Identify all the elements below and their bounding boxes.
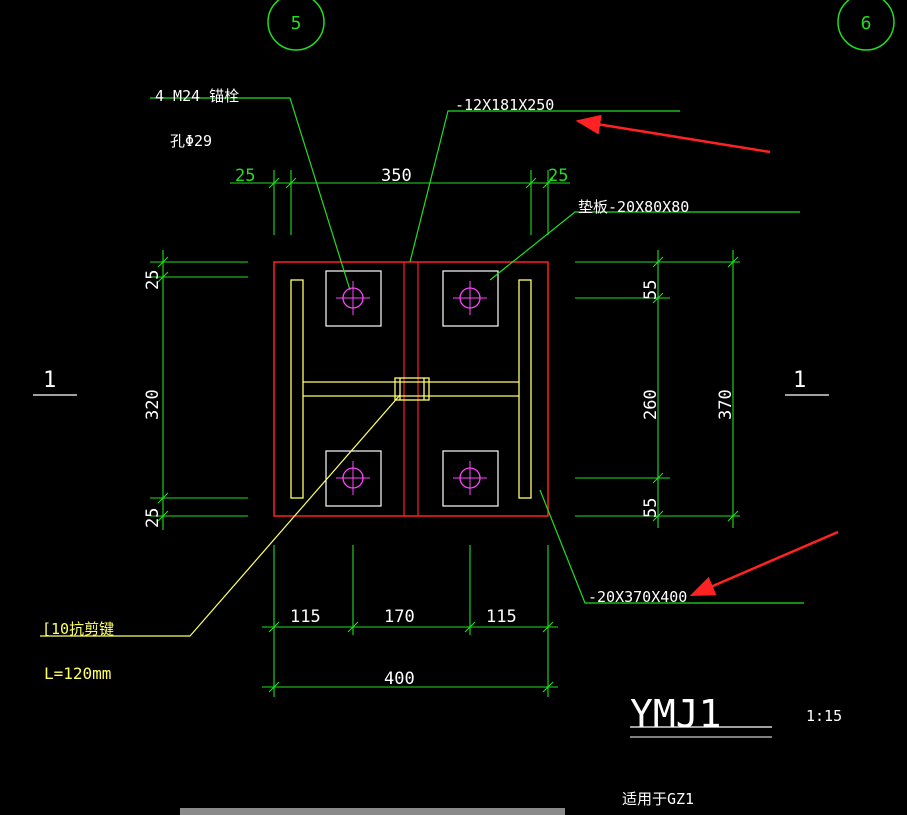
section-mark-right-label: 1 [793, 368, 806, 393]
washer-top-left [325, 270, 382, 327]
dim-bottom [262, 545, 558, 697]
shear-key-leader [40, 394, 401, 637]
dim-right-total: 370 [716, 389, 736, 420]
washer-bottom-right [442, 450, 499, 507]
washer-spec: 垫板-20X80X80 [578, 198, 689, 216]
base-plate [273, 261, 549, 517]
dim-top [230, 170, 570, 235]
dim-top-left: 25 [235, 166, 255, 186]
grid-label-right: 6 [861, 13, 872, 34]
arrow-top-plate [575, 114, 771, 154]
shear-key-length: L=120mm [44, 664, 111, 683]
leader-lines [150, 97, 804, 604]
dim-bottom-total: 400 [384, 669, 415, 689]
base-plate-spec: -20X370X400 [588, 588, 687, 606]
bolt-spec: 4 M24 锚栓 [155, 87, 239, 105]
dim-bottom-right: 115 [486, 607, 517, 627]
applies-to: 适用于GZ1 [622, 790, 694, 808]
dim-left [150, 250, 248, 530]
dim-top-mid: 350 [381, 166, 412, 186]
hole-spec: 孔Φ29 [170, 132, 212, 150]
washer-bottom-left [325, 450, 382, 507]
dim-bottom-left: 115 [290, 607, 321, 627]
grid-label-left: 5 [291, 13, 302, 34]
grid-bubble-5: 5 [267, 0, 325, 51]
section-mark-left-label: 1 [43, 368, 56, 393]
section-mark-left: 1 [33, 368, 77, 396]
drawing-id: YMJ1 [630, 692, 722, 736]
dim-left-bottom: 25 [143, 508, 163, 528]
horizontal-scrollbar[interactable] [180, 808, 565, 815]
dim-right-bottom: 55 [641, 498, 661, 518]
arrow-base-plate [689, 530, 839, 597]
shear-key-spec: [10抗剪键 [42, 620, 114, 638]
dim-top-right: 25 [548, 166, 568, 186]
dim-bottom-mid: 170 [384, 607, 415, 627]
dim-right-mid: 260 [641, 389, 661, 420]
washer-top-right [442, 270, 499, 327]
dim-right [575, 250, 740, 528]
section-mark-right: 1 [785, 368, 829, 396]
h-column-section [290, 279, 532, 499]
dim-right-top: 55 [641, 280, 661, 300]
dim-left-top: 25 [143, 270, 163, 290]
drawing-scale: 1:15 [806, 707, 842, 725]
top-plate-spec: -12X181X250 [455, 96, 554, 114]
grid-bubble-6: 6 [837, 0, 895, 51]
dim-left-mid: 320 [143, 389, 163, 420]
